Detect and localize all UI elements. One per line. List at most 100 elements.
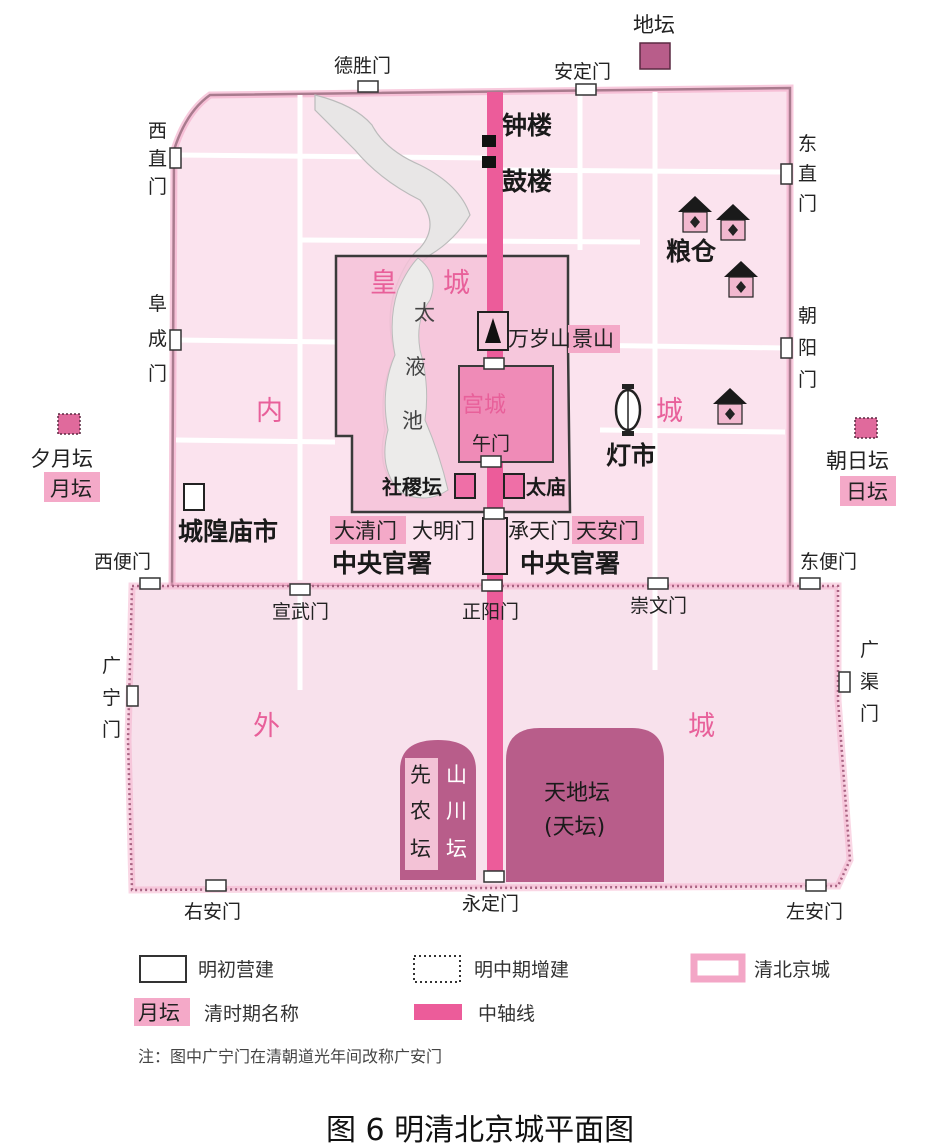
place-label: 朝日坛 bbox=[826, 449, 889, 473]
legend-swatch-ming-early bbox=[139, 955, 187, 983]
gate-label: 宁 bbox=[102, 687, 121, 709]
qing-label-box bbox=[330, 516, 406, 544]
gate-label: 门 bbox=[798, 369, 817, 391]
gate-label: 崇文门 bbox=[630, 595, 687, 617]
granary-icons bbox=[678, 196, 758, 425]
gate-label: 左安门 bbox=[786, 901, 843, 923]
qing-wall-outer bbox=[124, 582, 854, 894]
gate-label: 门 bbox=[102, 719, 121, 741]
place-label: 钟楼 bbox=[502, 111, 552, 140]
legend-label: 明中期增建 bbox=[474, 959, 569, 981]
taimiao-marker bbox=[503, 473, 525, 499]
gate-label: 西便门 bbox=[94, 551, 151, 573]
lake-in-imperial bbox=[384, 257, 449, 499]
place-label: (天坛) bbox=[544, 815, 605, 840]
qing-label-box bbox=[840, 476, 896, 506]
tiantan-altar bbox=[506, 728, 664, 882]
qing-label-box bbox=[44, 472, 100, 502]
place-label: 坛 bbox=[446, 837, 467, 861]
legend-label: 清北京城 bbox=[754, 959, 830, 981]
gate-label: 直 bbox=[798, 163, 817, 185]
gate-label: 成 bbox=[148, 328, 167, 350]
place-label: 中央官署 bbox=[520, 549, 620, 578]
gate-label: 广 bbox=[860, 639, 879, 661]
place-label: 万岁山 bbox=[508, 327, 571, 351]
lake-label: 液 bbox=[405, 355, 426, 379]
granary-icon bbox=[713, 388, 747, 425]
granary-icon bbox=[724, 261, 758, 298]
gate-label: 广 bbox=[102, 655, 121, 677]
place-label: 天安门 bbox=[576, 519, 639, 543]
gate-label: 西 bbox=[148, 120, 167, 142]
gate-label: 阜 bbox=[148, 293, 167, 315]
gate-label: 永定门 bbox=[462, 893, 519, 915]
legend-swatch-axis bbox=[414, 1004, 462, 1020]
granary-icon bbox=[716, 204, 750, 241]
place-label: 承天门 bbox=[508, 519, 571, 543]
place-label: 山 bbox=[446, 763, 467, 787]
place-label: 夕月坛 bbox=[30, 447, 93, 471]
region-label: 城 bbox=[656, 396, 683, 427]
gate-markers bbox=[126, 80, 851, 892]
gate-label: 宣武门 bbox=[272, 601, 329, 623]
place-label: 灯市 bbox=[606, 441, 656, 470]
region-label: 宫城 bbox=[462, 393, 506, 418]
gate-label: 德胜门 bbox=[334, 55, 391, 77]
gate-label: 阳 bbox=[798, 337, 817, 359]
place-label: 农 bbox=[410, 799, 431, 823]
gate-label: 东便门 bbox=[800, 551, 857, 573]
place-label: 川 bbox=[446, 799, 467, 823]
legend-swatch-qing-city bbox=[690, 953, 746, 983]
place-label: 社稷坛 bbox=[381, 475, 442, 499]
legend-label: 清时期名称 bbox=[204, 1003, 299, 1025]
map-note: 注：图中广宁门在清朝道光年间改称广安门 bbox=[138, 1047, 442, 1066]
legend-label: 明初营建 bbox=[198, 959, 274, 981]
region-label: 内 bbox=[256, 396, 283, 427]
place-label: 地坛 bbox=[633, 13, 675, 37]
legend: 明初营建 明中期增建 清北京城 月坛 清时期名称 中轴线 bbox=[134, 953, 830, 1026]
place-label: 粮仓 bbox=[666, 237, 717, 266]
place-label: 大明门 bbox=[412, 519, 475, 543]
place-label: 月坛 bbox=[50, 477, 92, 501]
region-label: 城 bbox=[443, 268, 470, 299]
xiannong-panel bbox=[405, 758, 438, 870]
lake-label: 池 bbox=[402, 409, 423, 433]
mountain-icon bbox=[485, 318, 501, 343]
xiyuetan-marker bbox=[57, 413, 81, 435]
qing-label-box bbox=[572, 516, 644, 544]
gate-label: 朝 bbox=[798, 305, 817, 327]
gate-label: 右安门 bbox=[184, 901, 241, 923]
region-label: 城 bbox=[688, 711, 715, 742]
gate-label: 正阳门 bbox=[462, 601, 519, 623]
place-label: 景山 bbox=[572, 327, 614, 351]
legend-swatch-qing-name bbox=[134, 998, 190, 1026]
legend-label: 中轴线 bbox=[478, 1003, 535, 1025]
place-label: 中央官署 bbox=[332, 549, 432, 578]
lake-label: 太 bbox=[414, 301, 435, 325]
central-axis bbox=[487, 92, 503, 882]
gate-label: 午门 bbox=[472, 433, 510, 455]
gate-label: 门 bbox=[148, 363, 167, 385]
daming-corridor bbox=[482, 517, 508, 575]
ditan-marker bbox=[639, 42, 671, 70]
gate-label: 门 bbox=[798, 193, 817, 215]
bell-tower-icon bbox=[482, 135, 496, 147]
figure-caption: 图 6 明清北京城平面图 bbox=[326, 1113, 634, 1148]
place-label: 太庙 bbox=[526, 475, 566, 499]
gate-label: 东 bbox=[798, 133, 817, 155]
gate-label: 安定门 bbox=[554, 61, 611, 83]
qing-label-box bbox=[568, 325, 620, 353]
gate-label: 渠 bbox=[860, 671, 879, 693]
place-label: 天地坛 bbox=[544, 781, 610, 806]
region-label: 外 bbox=[253, 711, 280, 742]
region-label: 皇 bbox=[370, 268, 397, 299]
palace-city bbox=[458, 365, 554, 463]
granary-icon bbox=[678, 196, 712, 233]
gate-label: 门 bbox=[860, 703, 879, 725]
shejitan-marker bbox=[454, 473, 476, 499]
legend-sample: 月坛 bbox=[138, 1001, 180, 1025]
place-label: 城隍庙市 bbox=[178, 517, 278, 546]
legend-swatch-ming-mid bbox=[413, 955, 461, 983]
chaoritan-marker bbox=[854, 417, 878, 439]
